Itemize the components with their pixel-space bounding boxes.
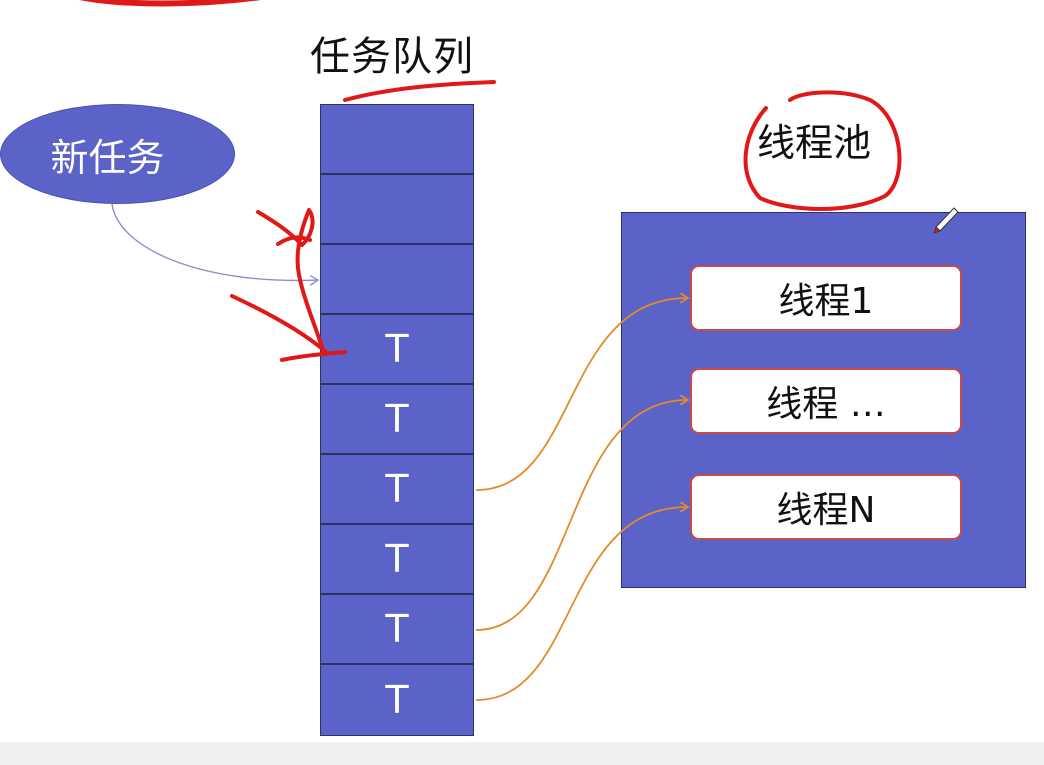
- thread-pool-title: 线程池: [757, 121, 872, 165]
- thread-node: 线程1: [690, 265, 962, 331]
- queue-slot: [320, 104, 474, 174]
- queue-slot-label: T: [385, 537, 409, 581]
- new-task-node: 新任务: [0, 104, 235, 204]
- red-arrow-scribble: [256, 208, 325, 352]
- video-bottom-strip: [0, 742, 1044, 765]
- queue-slot: [320, 244, 474, 314]
- queue-slot-label: T: [385, 678, 409, 722]
- queue-slot: T: [320, 664, 474, 736]
- new-task-connector: [111, 203, 318, 280]
- thread-label: 线程N: [776, 490, 876, 531]
- queue-slot: T: [320, 384, 474, 454]
- thread-pool: 线程1 线程 … 线程N: [621, 212, 1026, 588]
- queue-slot-label: T: [385, 467, 409, 511]
- queue-slot-label: T: [385, 607, 409, 651]
- queue-slot: T: [320, 314, 474, 384]
- thread-node: 线程 …: [690, 368, 962, 434]
- red-arrow-tip: [276, 235, 312, 246]
- red-arrow-lower: [230, 294, 327, 353]
- queue-slot-label: T: [385, 327, 409, 371]
- thread-label: 线程1: [778, 281, 874, 322]
- thread-label: 线程 …: [766, 384, 886, 425]
- task-queue: T T T T T T: [320, 104, 474, 736]
- queue-slot-label: T: [385, 397, 409, 441]
- queue-slot: [320, 174, 474, 244]
- queue-slot: T: [320, 524, 474, 594]
- queue-slot: T: [320, 454, 474, 524]
- thread-node: 线程N: [690, 474, 962, 540]
- task-queue-title: 任务队列: [310, 34, 474, 80]
- top-red-scribble: [79, 0, 261, 7]
- new-task-label: 新任务: [50, 135, 165, 180]
- queue-title-underline: [343, 80, 496, 102]
- queue-slot: T: [320, 594, 474, 664]
